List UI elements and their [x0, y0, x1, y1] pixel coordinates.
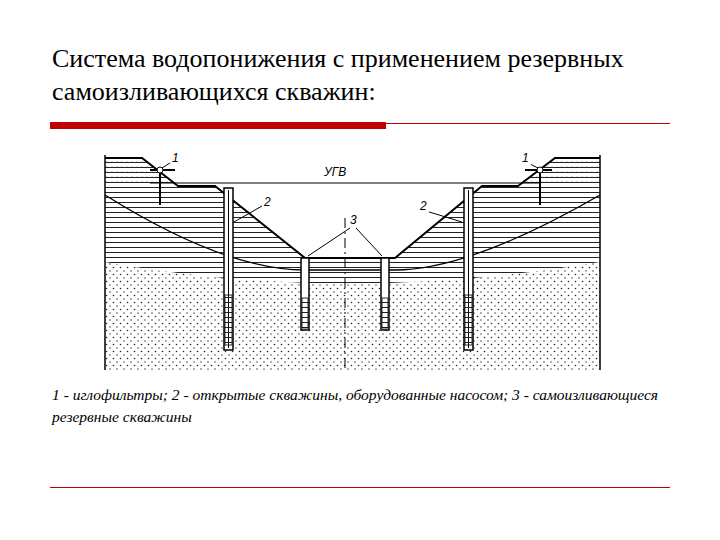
section-edge [599, 155, 601, 370]
pumped-well [224, 188, 233, 350]
slide-title: Система водопонижения с применением резе… [52, 42, 692, 108]
callout-number: 2 [418, 200, 429, 213]
embankment [105, 158, 178, 186]
groundwater-level [150, 182, 540, 183]
title-rule-thin [386, 123, 670, 124]
callout-number: 1 [170, 152, 181, 165]
groundwater-label: УГВ [322, 166, 348, 179]
section-edge [104, 155, 106, 370]
callout-number: 2 [262, 196, 273, 209]
depression-curve [105, 195, 600, 270]
needle-filter [150, 167, 175, 205]
layered-soil [105, 158, 600, 284]
reserve-well [301, 258, 309, 330]
needle-filter [525, 167, 552, 205]
title-rule [50, 122, 386, 129]
reserve-well [381, 258, 389, 330]
figure-caption: 1 - иглофильтры; 2 - открытые скважины, … [52, 384, 677, 428]
callout-number: 1 [520, 152, 531, 165]
footer-rule [50, 487, 670, 488]
pumped-well [464, 188, 473, 350]
callout-number: 3 [348, 214, 359, 227]
leader-line [162, 163, 538, 256]
ground-surface [105, 158, 600, 258]
axis-line [345, 218, 346, 372]
